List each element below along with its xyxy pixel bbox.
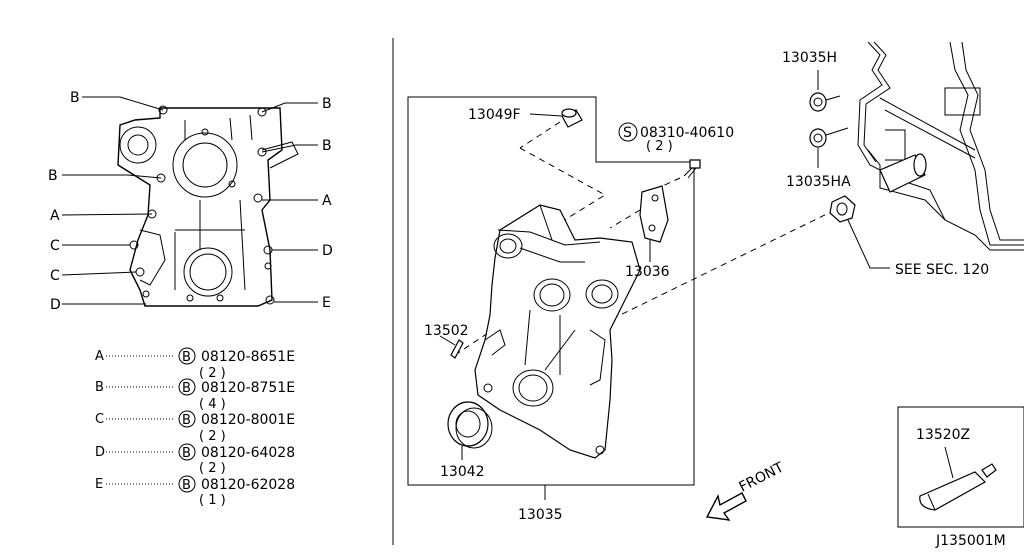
bolt-letter-right: A xyxy=(322,193,332,209)
svg-text:08120-62028: 08120-62028 xyxy=(201,477,295,493)
sealant-inset: 13520Z xyxy=(897,406,1024,528)
engine-detail: SEE SEC. 120 13035H 13035HA xyxy=(782,41,1024,278)
bolt-letter-right: D xyxy=(322,243,333,259)
dowel-13049f xyxy=(561,108,583,128)
svg-text:08120-8751E: 08120-8751E xyxy=(201,380,295,396)
plug-13035ha xyxy=(809,128,827,148)
svg-text:A: A xyxy=(95,349,104,364)
see-sec-label: SEE SEC. 120 xyxy=(895,262,989,278)
label-13035: 13035 xyxy=(518,507,563,523)
label-08310: 08310-40610 xyxy=(640,125,734,141)
label-13035ha: 13035HA xyxy=(786,174,851,190)
crank-nut xyxy=(829,195,856,223)
svg-text:D: D xyxy=(95,445,105,460)
svg-text:( 4 ): ( 4 ) xyxy=(199,397,226,412)
bolt-letter-left: B xyxy=(48,168,58,184)
sealant-tube-icon xyxy=(919,463,997,511)
bolt-letter-left: C xyxy=(50,238,60,254)
bolt-table: A B 08120-8651E ( 2 ) B B 08120-8751E ( … xyxy=(95,347,295,508)
bracket-13036 xyxy=(639,185,669,243)
bolt-table-row: E B 08120-62028 ( 1 ) xyxy=(95,475,295,508)
svg-text:B: B xyxy=(182,446,191,461)
svg-text:08120-8651E: 08120-8651E xyxy=(201,349,295,365)
bolt-08310 xyxy=(683,159,701,179)
bolt-letter-left: A xyxy=(50,208,60,224)
bolt-letter-right: E xyxy=(322,295,331,311)
label-08310-circle: S xyxy=(623,125,632,141)
svg-text:( 2 ): ( 2 ) xyxy=(199,366,226,381)
svg-text:( 2 ): ( 2 ) xyxy=(199,429,226,444)
label-13502: 13502 xyxy=(424,323,469,339)
bolt-location-view: B B B B A A C D C D E xyxy=(48,90,333,313)
svg-text:B: B xyxy=(182,478,191,493)
label-13035h: 13035H xyxy=(782,50,837,66)
front-arrow xyxy=(705,492,747,521)
bolt-table-row: A B 08120-8651E ( 2 ) xyxy=(95,347,295,381)
label-13049f: 13049F xyxy=(468,107,521,123)
diagram-id: J135001M xyxy=(935,533,1006,549)
bolt-table-row: C B 08120-8001E ( 2 ) xyxy=(95,410,295,444)
svg-text:E: E xyxy=(95,477,103,492)
bolt-letter-right: B xyxy=(322,138,332,154)
bolt-table-row: D B 08120-64028 ( 2 ) xyxy=(95,443,295,476)
svg-text:B: B xyxy=(182,350,191,365)
timing-cover-outline-small xyxy=(117,107,283,307)
svg-text:( 2 ): ( 2 ) xyxy=(199,461,226,476)
crank-snout xyxy=(879,153,927,193)
label-08310-qty: ( 2 ) xyxy=(646,139,673,154)
svg-text:( 1 ): ( 1 ) xyxy=(199,493,226,508)
plug-13035h xyxy=(809,92,827,112)
exploded-view: 13049F S 08310-40610 ( 2 ) 13036 13502 xyxy=(407,96,836,523)
label-13036: 13036 xyxy=(625,264,670,280)
svg-text:B: B xyxy=(182,413,191,428)
svg-text:08120-64028: 08120-64028 xyxy=(201,445,295,461)
label-13042: 13042 xyxy=(440,464,485,480)
bolt-letter-left: B xyxy=(70,90,80,106)
bolt-holes xyxy=(129,105,275,305)
svg-text:08120-8001E: 08120-8001E xyxy=(201,412,295,428)
bolt-table-row: B B 08120-8751E ( 4 ) xyxy=(95,378,295,412)
bolt-letter-left: C xyxy=(50,268,60,284)
bolt-letter-left: D xyxy=(50,297,61,313)
pin-13502 xyxy=(450,339,464,359)
oil-seal-13042 xyxy=(447,401,493,449)
timing-cover xyxy=(474,204,641,459)
svg-text:B: B xyxy=(182,381,191,396)
svg-text:B: B xyxy=(95,380,104,395)
svg-text:C: C xyxy=(95,412,104,427)
label-13520z: 13520Z xyxy=(916,427,970,443)
bolt-letter-right: B xyxy=(322,96,332,112)
front-label: FRONT xyxy=(737,459,787,495)
